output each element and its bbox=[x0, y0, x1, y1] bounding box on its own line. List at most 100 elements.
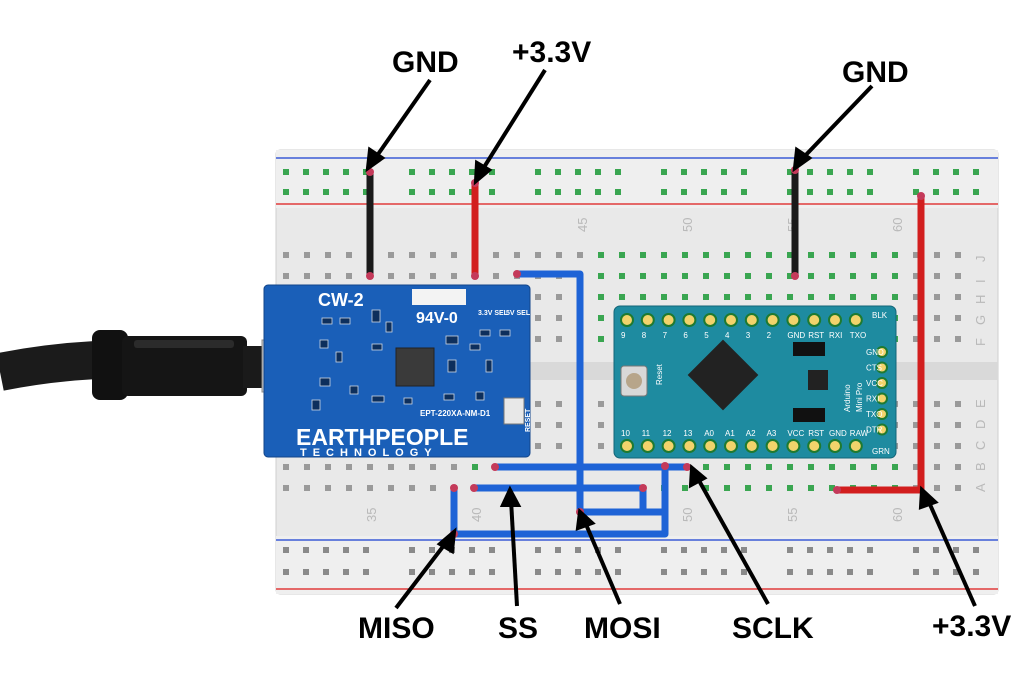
top-power-rail bbox=[276, 150, 998, 208]
breadboard-hole bbox=[955, 336, 961, 342]
breadboard-hole bbox=[661, 569, 667, 575]
breadboard-hole bbox=[681, 569, 687, 575]
breadboard-hole bbox=[489, 569, 495, 575]
row-letter-c: C bbox=[973, 441, 988, 450]
cw2-smd-component bbox=[371, 309, 381, 323]
arduino-bottom-pin bbox=[661, 439, 676, 453]
cw2-smd-component bbox=[499, 329, 511, 337]
breadboard-hole bbox=[615, 169, 621, 175]
breadboard-hole bbox=[556, 252, 562, 258]
label-miso: MISO bbox=[358, 612, 435, 645]
breadboard-hole bbox=[745, 273, 751, 279]
breadboard-hole bbox=[343, 569, 349, 575]
breadboard-hole bbox=[867, 189, 873, 195]
breadboard-hole bbox=[867, 569, 873, 575]
breadboard-hole bbox=[555, 547, 561, 553]
breadboard-hole bbox=[682, 273, 688, 279]
arduino-top-pin-label: 8 bbox=[642, 331, 647, 340]
row-letter-a: A bbox=[973, 483, 988, 492]
arduino-bottom-pin-label: RAW bbox=[850, 429, 869, 438]
breadboard-hole bbox=[303, 169, 309, 175]
breadboard-hole bbox=[850, 294, 856, 300]
cw2-smd-component bbox=[385, 321, 393, 333]
breadboard-hole bbox=[913, 273, 919, 279]
breadboard-hole bbox=[871, 273, 877, 279]
cw2-sel-33v: 3.3V SEL bbox=[478, 310, 509, 317]
arduino-bottom-pin bbox=[786, 439, 801, 453]
cw2-white-label bbox=[412, 289, 466, 305]
breadboard-hole bbox=[619, 294, 625, 300]
breadboard-hole bbox=[955, 443, 961, 449]
cw2-smd-component bbox=[403, 397, 413, 405]
breadboard-hole bbox=[913, 569, 919, 575]
breadboard-hole bbox=[615, 569, 621, 575]
breadboard-hole bbox=[913, 252, 919, 258]
breadboard-hole bbox=[323, 569, 329, 575]
breadboard-hole bbox=[808, 273, 814, 279]
breadboard-hole bbox=[847, 169, 853, 175]
breadboard-hole bbox=[766, 252, 772, 258]
arduino-top-pin bbox=[661, 313, 676, 327]
arrow-33v-bottom bbox=[926, 499, 977, 607]
breadboard-hole bbox=[429, 547, 435, 553]
breadboard-hole bbox=[451, 273, 457, 279]
breadboard-hole bbox=[449, 569, 455, 575]
breadboard-hole bbox=[973, 169, 979, 175]
breadboard-hole bbox=[703, 252, 709, 258]
cw2-smd-component bbox=[319, 377, 331, 387]
breadboard-hole bbox=[741, 169, 747, 175]
breadboard-hole bbox=[343, 189, 349, 195]
breadboard-hole bbox=[283, 569, 289, 575]
breadboard-hole bbox=[787, 569, 793, 575]
breadboard-hole bbox=[595, 189, 601, 195]
breadboard-hole bbox=[741, 547, 747, 553]
breadboard-hole bbox=[514, 252, 520, 258]
breadboard-hole bbox=[934, 422, 940, 428]
row-letter-g: G bbox=[973, 315, 988, 325]
breadboard-hole bbox=[827, 547, 833, 553]
breadboard-hole bbox=[934, 485, 940, 491]
breadboard-hole bbox=[575, 547, 581, 553]
label-sclk: SCLK bbox=[732, 612, 814, 645]
breadboard-hole bbox=[323, 547, 329, 553]
breadboard-hole bbox=[556, 422, 562, 428]
breadboard-hole bbox=[598, 422, 604, 428]
breadboard-hole bbox=[555, 189, 561, 195]
label-gnd-right: GND bbox=[842, 56, 909, 89]
breadboard-hole bbox=[575, 569, 581, 575]
cw2-brand-sub: TECHNOLOGY bbox=[300, 447, 438, 459]
breadboard-hole bbox=[598, 443, 604, 449]
breadboard-hole bbox=[535, 169, 541, 175]
breadboard-hole bbox=[955, 422, 961, 428]
breadboard-hole bbox=[535, 336, 541, 342]
breadboard-hole bbox=[745, 464, 751, 470]
breadboard-hole bbox=[724, 273, 730, 279]
breadboard-hole bbox=[325, 464, 331, 470]
breadboard-hole bbox=[598, 336, 604, 342]
breadboard-hole bbox=[283, 485, 289, 491]
arrow-ss bbox=[509, 499, 519, 607]
arduino-side-pin-label: TXO bbox=[866, 410, 882, 419]
row-letters: J I H G F E D C B A bbox=[973, 256, 988, 493]
breadboard-hole bbox=[741, 189, 747, 195]
arduino-top-pin-label: 9 bbox=[621, 331, 626, 340]
arduino-top-pin-label: RXI bbox=[829, 331, 842, 340]
arduino-bottom-pin-label: 11 bbox=[642, 429, 651, 438]
breadboard-hole bbox=[367, 485, 373, 491]
breadboard-hole bbox=[535, 401, 541, 407]
breadboard-hole bbox=[721, 169, 727, 175]
breadboard-hole bbox=[303, 569, 309, 575]
arrow-miso bbox=[394, 538, 450, 610]
arrow-33v-top bbox=[479, 68, 547, 174]
cw2-smd-component bbox=[445, 335, 459, 345]
breadboard-hole bbox=[429, 189, 435, 195]
col-number-60-top: 60 bbox=[890, 218, 905, 232]
breadboard-hole bbox=[598, 294, 604, 300]
breadboard-hole bbox=[892, 252, 898, 258]
arduino-side-pin-label: DTR bbox=[866, 426, 883, 435]
breadboard-hole bbox=[283, 252, 289, 258]
breadboard-hole bbox=[721, 547, 727, 553]
breadboard-hole bbox=[955, 315, 961, 321]
breadboard-hole bbox=[535, 315, 541, 321]
breadboard-hole bbox=[807, 169, 813, 175]
